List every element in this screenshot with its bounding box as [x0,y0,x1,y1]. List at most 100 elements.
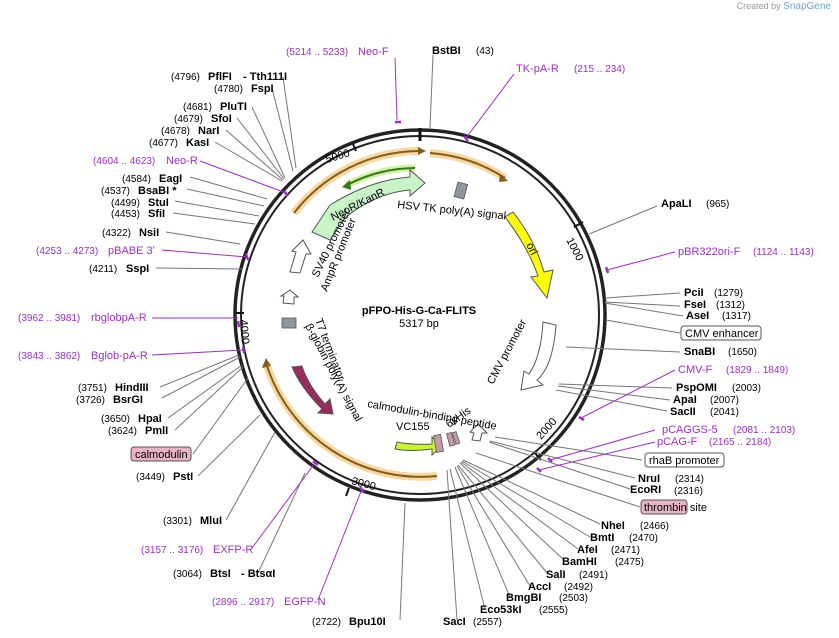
ori-feature[interactable] [504,211,554,300]
enzyme-bsrgi[interactable]: BsrGI [113,394,143,406]
enzyme-acci[interactable]: AccI [528,581,551,593]
enzyme-pcii[interactable]: PciI [684,287,704,299]
enzyme-sspi[interactable]: SspI [126,263,149,275]
primer-neo-f[interactable]: Neo-F [358,46,389,58]
cmv-enhancer-box [680,325,762,341]
enzyme-hpai[interactable]: HpaI [138,413,162,425]
primer-pcaggs-5[interactable]: pCAGGS-5 [662,424,718,436]
enzyme-bmgbi[interactable]: BmgBI [506,592,541,604]
thrombin-site-label[interactable]: thrombin site [644,502,707,514]
calmodulin-binding-peptide-feature[interactable] [433,433,444,453]
enzyme-kasi[interactable]: KasI [186,137,209,149]
enzyme-ecori[interactable]: EcoRI [630,484,661,496]
primer-rbglobpa-r[interactable]: rbglobpA-R [91,312,147,324]
primer-pbr322ori-f[interactable]: pBR322ori-F [678,246,741,258]
enzyme-snabi[interactable]: SnaBI [684,346,715,358]
enzyme-fsei[interactable]: FseI [684,299,706,311]
leader-afei [460,461,579,550]
enzyme-sali[interactable]: SalI [546,569,566,581]
enzyme-bmti[interactable]: BmtI [590,532,614,544]
enzyme-nhei[interactable]: NheI [601,520,625,532]
leader-bmti [461,460,591,538]
rhab-promoter-feature[interactable] [469,423,489,442]
enzyme-afei[interactable]: AfeI [577,544,598,556]
enzyme-pluti[interactable]: PluTI [220,101,247,113]
enzyme-bamhi[interactable]: BamHI [562,556,597,568]
t7-terminator-feature[interactable] [281,317,297,329]
enzyme-tth111i[interactable]: - Tth111I [243,71,287,83]
beta-globin-polya-feature[interactable] [291,365,334,415]
enzyme-eagi-pos: (4584) [122,174,151,185]
primer-tk-pa-r-range: (215 .. 234) [574,64,625,75]
primer-bglob-pa-r[interactable]: Bglob-pA-R [91,350,148,362]
ampr-promoter-feature[interactable] [279,289,300,305]
enzyme-bstbi[interactable]: BstBI [432,45,461,57]
enzyme-fspi[interactable]: FspI [251,83,274,95]
enzyme-sacii-pos: (2041) [710,407,739,418]
enzyme-mlui[interactable]: MluI [200,515,222,527]
calmodulin-label[interactable]: calmodulin [135,449,188,461]
tick-4000-label: 4000 [237,319,251,344]
enzyme-pflfi[interactable]: PflFI [208,71,232,83]
enzyme-apali[interactable]: ApaLI [661,198,692,210]
enzyme-bmgbi-pos: (2503) [559,593,588,604]
enzyme-btsi[interactable]: BtsI [210,568,231,580]
enzyme-asei[interactable]: AseI [686,310,709,322]
calmodulin-box [130,446,192,462]
primer-exfp-r[interactable]: EXFP-R [213,544,253,556]
primer-neo-r[interactable]: Neo-R [166,155,198,167]
cmv-promoter-feature[interactable] [520,321,557,391]
primer-leader-exfp-r [251,462,316,549]
primer-leader-neo-r [199,160,287,194]
enzyme-sfoi[interactable]: SfoI [211,113,232,125]
leader-sfoi [236,117,285,180]
enzyme-eagi[interactable]: EagI [159,173,182,185]
enzyme-bsabi[interactable]: BsaBI * [138,185,177,197]
enzyme-fspi-pos: (4780) [214,84,243,95]
enzyme-hindiii[interactable]: HindIII [115,382,149,394]
enzyme-eco53ki[interactable]: Eco53kI [480,604,522,616]
primer-cmv-f[interactable]: CMV-F [678,364,713,376]
primer-leader-egfp-n [317,488,363,601]
enzyme-sfii[interactable]: SfiI [148,208,165,220]
primer-pbr322ori-f-range: (1124 .. 1143) [753,247,814,258]
enzyme-psti[interactable]: PstI [173,471,193,483]
neor-kanr-feature[interactable] [311,168,426,241]
hsv-tk-polya-feature[interactable] [453,181,469,200]
created-by-text: Created by [736,1,781,11]
boxed-feature-labels: CMV enhancer rhaB promoter thrombin site… [130,325,762,515]
enzyme-pspomi-pos: (2003) [732,383,761,394]
enzyme-bpu10i[interactable]: Bpu10I [349,616,386,628]
primer-tk-pa-r[interactable]: TK-pA-R [516,63,559,75]
neo-green-arc [346,167,416,186]
sv40-promoter-feature[interactable] [289,239,312,274]
right-enzyme-labels: ApaLI (965) PciI (1279) FseI (1312) AseI… [312,45,761,628]
enzyme-pmli[interactable]: PmlI [145,425,168,437]
rhab-promoter-label[interactable]: rhaB promoter [649,455,720,467]
tk-orf-arc-outline [429,149,508,182]
enzyme-sacii[interactable]: SacII [670,406,696,418]
primer-neo-r-range: (4604 .. 4623) [93,156,155,167]
plasmid-length: 5317 bp [399,318,439,330]
primer-pcag-f[interactable]: pCAG-F [657,436,698,448]
tick-1000-mark [573,221,584,228]
leader-bpu10i [399,502,406,621]
primer-egfp-n[interactable]: EGFP-N [284,596,326,608]
primer-pbabe3[interactable]: pBABE 3' [108,245,155,257]
thrombin-site-feature[interactable] [451,431,461,445]
enzyme-stui[interactable]: StuI [148,197,169,209]
primer-leader-cmv-f [580,369,676,419]
enzyme-nrui[interactable]: NruI [638,473,660,485]
enzyme-nsii[interactable]: NsiI [139,227,159,239]
leader-psti [197,414,261,477]
neo-green-arrowhead [342,180,351,190]
enzyme-apai[interactable]: ApaI [673,394,697,406]
cmv-enhancer-label[interactable]: CMV enhancer [685,328,759,340]
enzyme-pspomi[interactable]: PspOMI [676,382,717,394]
enzyme-saci[interactable]: SacI [443,616,466,628]
leader-pspomi [558,383,673,389]
his-tag-feature[interactable] [446,431,456,447]
enzyme-pcii-pos: (1279) [714,288,743,299]
enzyme-nari[interactable]: NarI [198,125,219,137]
enzyme-btsai[interactable]: - BtsαI [241,568,275,580]
